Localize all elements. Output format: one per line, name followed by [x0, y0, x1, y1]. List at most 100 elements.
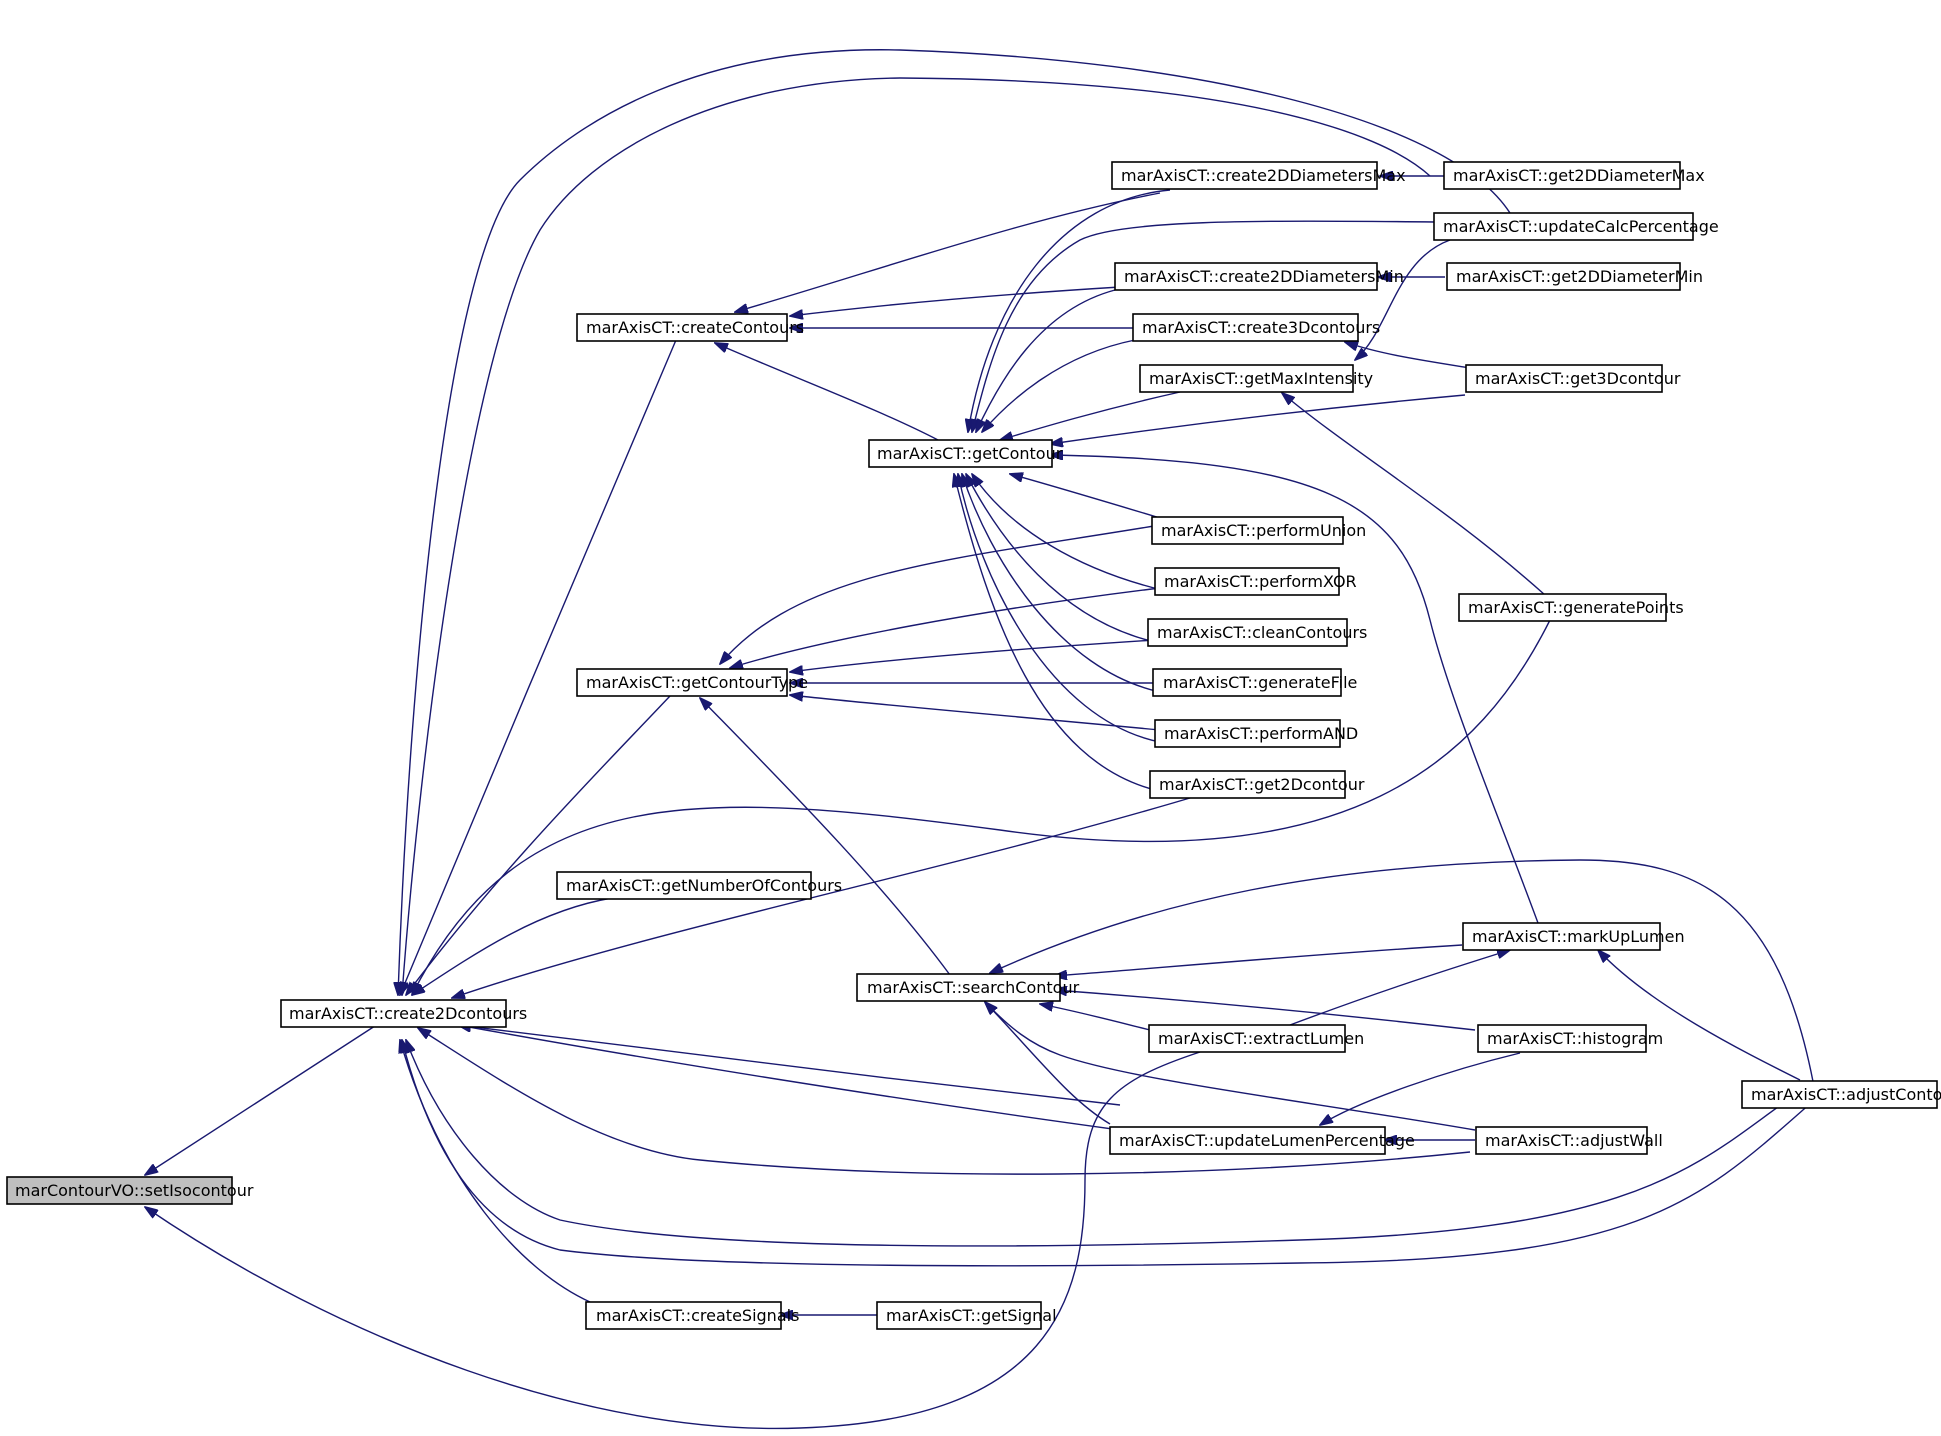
node-label: marAxisCT::get2DDiameterMin	[1456, 267, 1703, 286]
node-label: marAxisCT::adjustWall	[1485, 1131, 1663, 1150]
edge-generatePoints-getMaxIntensity	[1282, 393, 1546, 596]
edge-getContourType-create2Dcontours	[406, 695, 671, 995]
edge-cleanContours-getContourType	[790, 639, 1156, 672]
edge-getNumberOfContours-create2Dcontours	[412, 897, 613, 995]
node-label: marAxisCT::searchContour	[867, 978, 1080, 997]
edge-getMaxIntensity-getContour	[1000, 391, 1181, 440]
nodes: marContourVO::setIsocontour marAxisCT::c…	[6, 161, 1941, 1330]
edges	[145, 49, 1821, 1430]
node-get3Dcontour[interactable]: marAxisCT::get3Dcontour	[1465, 364, 1681, 393]
edge-performUnion-getContourType	[720, 524, 1161, 664]
node-createSignals[interactable]: marAxisCT::createSignals	[585, 1301, 799, 1330]
edge-markUpLumen-getContour	[1050, 455, 1539, 924]
edge-createContours-create2Dcontours	[400, 339, 677, 995]
node-adjustWall[interactable]: marAxisCT::adjustWall	[1475, 1126, 1663, 1155]
node-label: marAxisCT::create2Dcontours	[289, 1004, 527, 1023]
node-getContour[interactable]: marAxisCT::getContour	[868, 439, 1063, 468]
node-getMaxIntensity[interactable]: marAxisCT::getMaxIntensity	[1139, 364, 1373, 393]
edge-adjustContour-create2Dcontours-a	[406, 1040, 1796, 1247]
edge-markUpLumen-searchContour	[1054, 944, 1463, 976]
node-label: marAxisCT::createSignals	[596, 1306, 799, 1325]
edge-performAND-getContourType	[790, 695, 1161, 731]
edge-create2DDiametersMax-create2Dcontours	[402, 77, 1431, 995]
node-performUnion[interactable]: marAxisCT::performUnion	[1151, 516, 1366, 545]
edge-updateCalcPercentage-getMaxIntensity	[1355, 239, 1451, 360]
node-getNumberOfContours[interactable]: marAxisCT::getNumberOfContours	[556, 871, 842, 900]
node-getSignal[interactable]: marAxisCT::getSignal	[876, 1301, 1057, 1330]
edge-getContour-createContours	[715, 343, 939, 441]
edge-adjustContour-searchContour	[990, 859, 1816, 1093]
edge-adjustWall-searchContour	[985, 1002, 1476, 1131]
node-label: marAxisCT::updateLumenPercentage	[1119, 1131, 1415, 1150]
edge-updateCalcPercentage-create2Dcontours	[398, 49, 1511, 995]
edge-histogram-updateLumenPercentage	[1320, 1052, 1521, 1125]
edge-create2Dcontours-setIsocontour	[145, 1023, 379, 1175]
edge-generateFile-getContour	[962, 474, 1161, 693]
node-label: marAxisCT::histogram	[1487, 1029, 1663, 1048]
node-label: marAxisCT::updateCalcPercentage	[1443, 217, 1719, 236]
edge-extractLumen-setIsocontour	[145, 1051, 1201, 1430]
node-createContours[interactable]: marAxisCT::createContours	[576, 313, 804, 342]
edge-adjustWall-create2Dcontours	[418, 1028, 1471, 1175]
edge-performAND-getContour	[958, 474, 1161, 743]
node-label: marAxisCT::extractLumen	[1158, 1029, 1364, 1048]
node-create2DDiametersMax[interactable]: marAxisCT::create2DDiametersMax	[1111, 161, 1406, 190]
edge-performXOR-getContour	[972, 474, 1163, 591]
node-cleanContours[interactable]: marAxisCT::cleanContours	[1147, 618, 1367, 647]
node-label: marAxisCT::getSignal	[886, 1306, 1057, 1325]
edge-updateLumenPercentage-create2Dcontours	[458, 1025, 1121, 1131]
node-label: marAxisCT::getMaxIntensity	[1149, 369, 1373, 388]
node-generatePoints[interactable]: marAxisCT::generatePoints	[1458, 593, 1684, 622]
node-label: marAxisCT::generateFile	[1163, 673, 1357, 692]
node-updateCalcPercentage[interactable]: marAxisCT::updateCalcPercentage	[1433, 212, 1719, 241]
edge-generatePoints-create2Dcontours	[412, 619, 1551, 995]
edge-searchContour-getContourType	[700, 698, 951, 976]
node-label: marAxisCT::getContourType	[586, 673, 808, 692]
node-markUpLumen[interactable]: marAxisCT::markUpLumen	[1462, 922, 1685, 951]
edge-histogram-searchContour	[1054, 990, 1476, 1031]
node-get2Dcontour[interactable]: marAxisCT::get2Dcontour	[1149, 770, 1365, 799]
node-setIsocontour[interactable]: marContourVO::setIsocontour	[6, 1176, 254, 1205]
node-create2DDiametersMin[interactable]: marAxisCT::create2DDiametersMin	[1114, 262, 1404, 291]
node-adjustContour[interactable]: marAxisCT::adjustContour	[1741, 1080, 1941, 1109]
edge-get2Dcontour-getContour	[954, 474, 1156, 791]
node-getContourType[interactable]: marAxisCT::getContourType	[576, 668, 808, 697]
node-label: marAxisCT::get3Dcontour	[1475, 369, 1681, 388]
node-get2DDiameterMax[interactable]: marAxisCT::get2DDiameterMax	[1443, 161, 1705, 190]
edge-extractLumen-create2Dcontours	[458, 1025, 1121, 1106]
node-get2DDiameterMin[interactable]: marAxisCT::get2DDiameterMin	[1446, 262, 1703, 291]
node-label: marAxisCT::performAND	[1164, 724, 1358, 743]
node-searchContour[interactable]: marAxisCT::searchContour	[856, 973, 1080, 1002]
node-label: marAxisCT::markUpLumen	[1472, 927, 1685, 946]
node-performAND[interactable]: marAxisCT::performAND	[1154, 719, 1358, 748]
node-generateFile[interactable]: marAxisCT::generateFile	[1152, 668, 1357, 697]
node-histogram[interactable]: marAxisCT::histogram	[1477, 1024, 1663, 1053]
edge-create2DDiametersMax-getContour	[968, 189, 1171, 432]
edge-create3Dcontours-getContour	[982, 339, 1136, 432]
edge-extractLumen-markUpLumen	[1289, 950, 1510, 1026]
edge-updateCalcPercentage-getContour	[972, 220, 1436, 432]
node-updateLumenPercentage[interactable]: marAxisCT::updateLumenPercentage	[1109, 1126, 1415, 1155]
edge-get3Dcontour-create3Dcontours	[1345, 342, 1471, 369]
edge-cleanContours-getContour	[966, 474, 1156, 643]
edge-create2DDiametersMax-createContours	[735, 192, 1161, 312]
node-label: marAxisCT::create3Dcontours	[1142, 318, 1380, 337]
node-label: marAxisCT::createContours	[586, 318, 804, 337]
edge-create2DDiametersMin-createContours	[790, 286, 1121, 316]
node-label: marAxisCT::create2DDiametersMax	[1121, 166, 1406, 185]
node-label: marAxisCT::generatePoints	[1468, 598, 1684, 617]
edge-createSignals-create2Dcontours	[400, 1040, 591, 1303]
node-label: marAxisCT::performUnion	[1161, 521, 1366, 540]
node-label: marContourVO::setIsocontour	[15, 1181, 254, 1200]
node-label: marAxisCT::get2Dcontour	[1159, 775, 1365, 794]
edge-updateLumenPercentage-searchContour	[985, 1002, 1111, 1125]
edge-get3Dcontour-getContour	[1050, 394, 1466, 444]
node-create2Dcontours[interactable]: marAxisCT::create2Dcontours	[280, 999, 527, 1028]
edge-adjustContour-markUpLumen	[1598, 950, 1801, 1081]
node-performXOR[interactable]: marAxisCT::performXOR	[1154, 567, 1357, 596]
node-extractLumen[interactable]: marAxisCT::extractLumen	[1148, 1024, 1364, 1053]
node-create3Dcontours[interactable]: marAxisCT::create3Dcontours	[1132, 313, 1380, 342]
edge-extractLumen-searchContour	[1040, 1004, 1151, 1031]
edge-performXOR-getContourType	[730, 587, 1161, 668]
